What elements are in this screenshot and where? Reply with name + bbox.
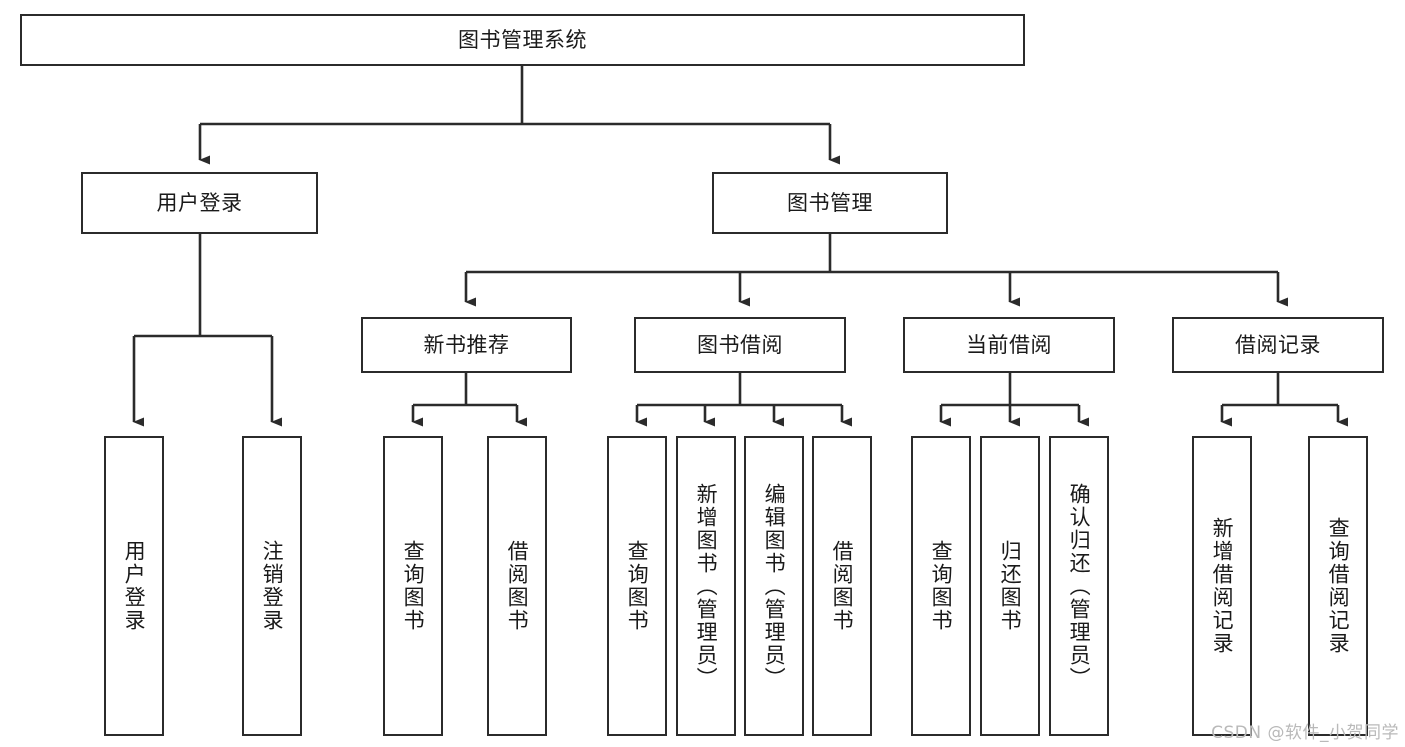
node-leaf-logout[interactable]: 注销登录 <box>242 436 302 736</box>
node-leaf-confirm-return[interactable]: 确认归还（管理员） <box>1049 436 1109 736</box>
node-leaf-user-login[interactable]: 用户登录 <box>104 436 164 736</box>
node-user-login[interactable]: 用户登录 <box>81 172 318 234</box>
node-borrow-record-label: 借阅记录 <box>1235 332 1321 357</box>
node-leaf-borrow-book-2[interactable]: 借阅图书 <box>812 436 872 736</box>
node-book-borrow[interactable]: 图书借阅 <box>634 317 846 373</box>
node-leaf-query-book-2-label: 查询图书 <box>625 540 650 632</box>
node-leaf-query-book-1-label: 查询图书 <box>401 540 426 632</box>
node-leaf-user-login-label: 用户登录 <box>122 540 147 632</box>
node-leaf-query-book-3[interactable]: 查询图书 <box>911 436 971 736</box>
node-leaf-query-book-3-label: 查询图书 <box>929 540 954 632</box>
node-leaf-add-record-label: 新增借阅记录 <box>1210 517 1235 655</box>
node-book-manage[interactable]: 图书管理 <box>712 172 948 234</box>
node-leaf-return-book[interactable]: 归还图书 <box>980 436 1040 736</box>
node-root-label: 图书管理系统 <box>458 27 587 52</box>
node-leaf-edit-book-label: 编辑图书（管理员） <box>762 482 787 690</box>
watermark: CSDN @软件_小贺同学 <box>1211 723 1399 743</box>
node-leaf-borrow-book-1-label: 借阅图书 <box>505 540 530 632</box>
node-leaf-query-record-label: 查询借阅记录 <box>1326 517 1351 655</box>
node-borrow-record[interactable]: 借阅记录 <box>1172 317 1384 373</box>
node-book-manage-label: 图书管理 <box>787 190 873 215</box>
node-current-borrow[interactable]: 当前借阅 <box>903 317 1115 373</box>
node-leaf-query-record[interactable]: 查询借阅记录 <box>1308 436 1368 736</box>
node-leaf-add-record[interactable]: 新增借阅记录 <box>1192 436 1252 736</box>
node-new-book-recommend-label: 新书推荐 <box>423 332 510 357</box>
node-book-borrow-label: 图书借阅 <box>697 332 783 357</box>
node-root[interactable]: 图书管理系统 <box>20 14 1025 66</box>
node-leaf-borrow-book-1[interactable]: 借阅图书 <box>487 436 547 736</box>
node-leaf-add-book[interactable]: 新增图书（管理员） <box>676 436 736 736</box>
node-leaf-confirm-return-label: 确认归还（管理员） <box>1067 482 1092 690</box>
node-leaf-query-book-1[interactable]: 查询图书 <box>383 436 443 736</box>
node-current-borrow-label: 当前借阅 <box>966 332 1052 357</box>
node-leaf-edit-book[interactable]: 编辑图书（管理员） <box>744 436 804 736</box>
node-leaf-query-book-2[interactable]: 查询图书 <box>607 436 667 736</box>
node-user-login-label: 用户登录 <box>156 190 243 215</box>
node-new-book-recommend[interactable]: 新书推荐 <box>361 317 572 373</box>
node-leaf-add-book-label: 新增图书（管理员） <box>694 482 719 690</box>
node-leaf-borrow-book-2-label: 借阅图书 <box>830 540 855 632</box>
node-leaf-logout-label: 注销登录 <box>260 540 285 632</box>
node-leaf-return-book-label: 归还图书 <box>998 540 1023 632</box>
